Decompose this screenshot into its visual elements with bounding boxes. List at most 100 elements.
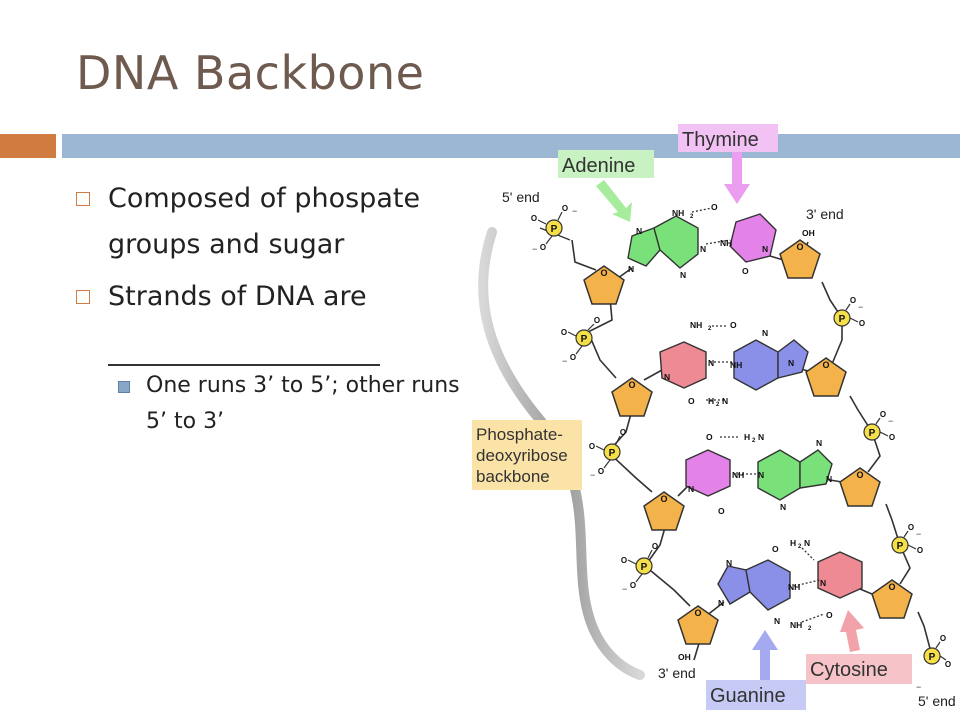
atom-label: 2 <box>716 402 720 408</box>
atom-label: NH <box>720 238 732 248</box>
thymine-label-bg <box>678 124 778 152</box>
atom-label: O <box>859 319 865 328</box>
sugar-ring <box>805 357 847 397</box>
guanine-label-bg <box>706 680 806 710</box>
atom-label: 2 <box>798 544 802 550</box>
phosphate-group <box>603 443 621 461</box>
atom-label: O <box>718 506 725 516</box>
atom-label: N <box>722 396 728 406</box>
atom-label: O <box>889 433 895 442</box>
deoxyribose-sugars <box>583 239 913 645</box>
phosphate-atom-labels: P P P P P P P P <box>551 224 936 663</box>
atom-label: O <box>850 296 856 305</box>
charge-label: − <box>916 682 921 692</box>
phosphate-group <box>635 557 653 575</box>
backbone-label-bg <box>472 420 582 490</box>
title-accent-blue <box>62 134 960 158</box>
atom-label: N <box>664 372 670 382</box>
atom-label: O <box>630 581 636 590</box>
atom-label: O <box>589 442 595 451</box>
sugar-oxygen-labels: O O O O O O O O <box>600 242 895 618</box>
cytosine-label: Cytosine <box>810 659 888 681</box>
atom-label: N <box>628 264 634 274</box>
adenine-label-bg <box>558 150 654 178</box>
charge-label: − <box>590 470 595 480</box>
sugar-ring <box>677 605 719 645</box>
atom-label: O <box>562 204 568 213</box>
three-prime-end-bottom: 3' end <box>658 665 696 681</box>
atom-label: N <box>758 470 764 480</box>
atom-label: OH <box>678 652 691 662</box>
charge-label: − <box>888 416 893 426</box>
atom-label: O <box>772 544 779 554</box>
hydrogen-bonds <box>691 207 825 623</box>
bullet-text: Composed of phospate groups and sugar <box>108 183 421 260</box>
atom-label: O <box>594 316 600 325</box>
atom-label: P <box>641 562 648 573</box>
atom-label: N <box>820 578 826 588</box>
fill-in-blank <box>108 330 380 366</box>
atom-label: N <box>816 438 822 448</box>
atom-label: O <box>706 432 713 442</box>
bullet-item: Strands of DNA are <box>76 274 466 366</box>
atom-label: NH <box>672 208 684 218</box>
atom-label: OH <box>802 228 815 238</box>
title-accent-orange <box>0 134 56 158</box>
guanine-base <box>717 559 791 611</box>
atom-label: O <box>822 360 829 370</box>
sugar-ring <box>583 265 625 305</box>
atom-label: O <box>540 243 546 252</box>
sub-bullet-item: One runs 3’ to 5’; other runs 5’ to 3’ <box>76 368 466 440</box>
adenine-arrow <box>596 180 632 222</box>
atom-label: O <box>621 556 627 565</box>
atom-label: NH <box>790 620 802 630</box>
atom-label: H <box>790 538 796 548</box>
guanine-label: Guanine <box>710 685 786 707</box>
five-prime-end-bottom: 5' end <box>918 693 956 709</box>
guanine-arrow <box>752 630 778 680</box>
atom-label: N <box>762 244 768 254</box>
adenine-label: Adenine <box>562 155 635 177</box>
charge-label: − <box>562 356 567 366</box>
atom-label: H <box>708 396 714 406</box>
atom-label: O <box>598 467 604 476</box>
atom-label: N <box>700 244 706 254</box>
phosphate-group <box>575 329 593 347</box>
atom-label: O <box>688 396 695 406</box>
charge-label: − <box>622 584 627 594</box>
atom-label: O <box>660 494 667 504</box>
atom-label: O <box>730 320 737 330</box>
atom-label: O <box>561 328 567 337</box>
atom-label: O <box>880 410 886 419</box>
atom-label: N <box>688 484 694 494</box>
atom-label: O <box>940 634 946 643</box>
atom-label: O <box>742 266 749 276</box>
atom-label: O <box>652 542 658 551</box>
atom-label: O <box>945 660 951 669</box>
sugar-ring <box>871 579 913 619</box>
thymine-base <box>685 449 731 497</box>
three-prime-end-top: 3' end <box>806 206 844 222</box>
guanine-base <box>733 339 809 391</box>
sub-bullet-text: One runs 3’ to 5’; other runs 5’ to 3’ <box>146 373 460 434</box>
sugar-ring <box>611 377 653 417</box>
bullet-text: Strands of DNA are <box>108 281 367 312</box>
sugar-ring <box>839 467 881 507</box>
backbone-label-line1: Phosphate- <box>476 425 563 444</box>
atom-label: O <box>620 428 626 437</box>
atom-label: O <box>888 582 895 592</box>
atom-label: O <box>826 610 833 620</box>
phosphate-groups <box>539 219 941 665</box>
phosphate-oxygen-labels: O O O O O O O O O O O O O O O O O O O O <box>531 204 951 669</box>
atom-label: N <box>804 538 810 548</box>
cytosine-label-bg <box>806 654 912 684</box>
atom-label: 2 <box>808 626 812 632</box>
adenine-base <box>757 449 833 501</box>
atom-label: O <box>570 353 576 362</box>
atom-label: O <box>694 608 701 618</box>
atom-label: O <box>531 214 537 223</box>
atom-label: P <box>897 541 904 552</box>
atom-label: N <box>788 358 794 368</box>
atom-label: O <box>711 202 718 212</box>
